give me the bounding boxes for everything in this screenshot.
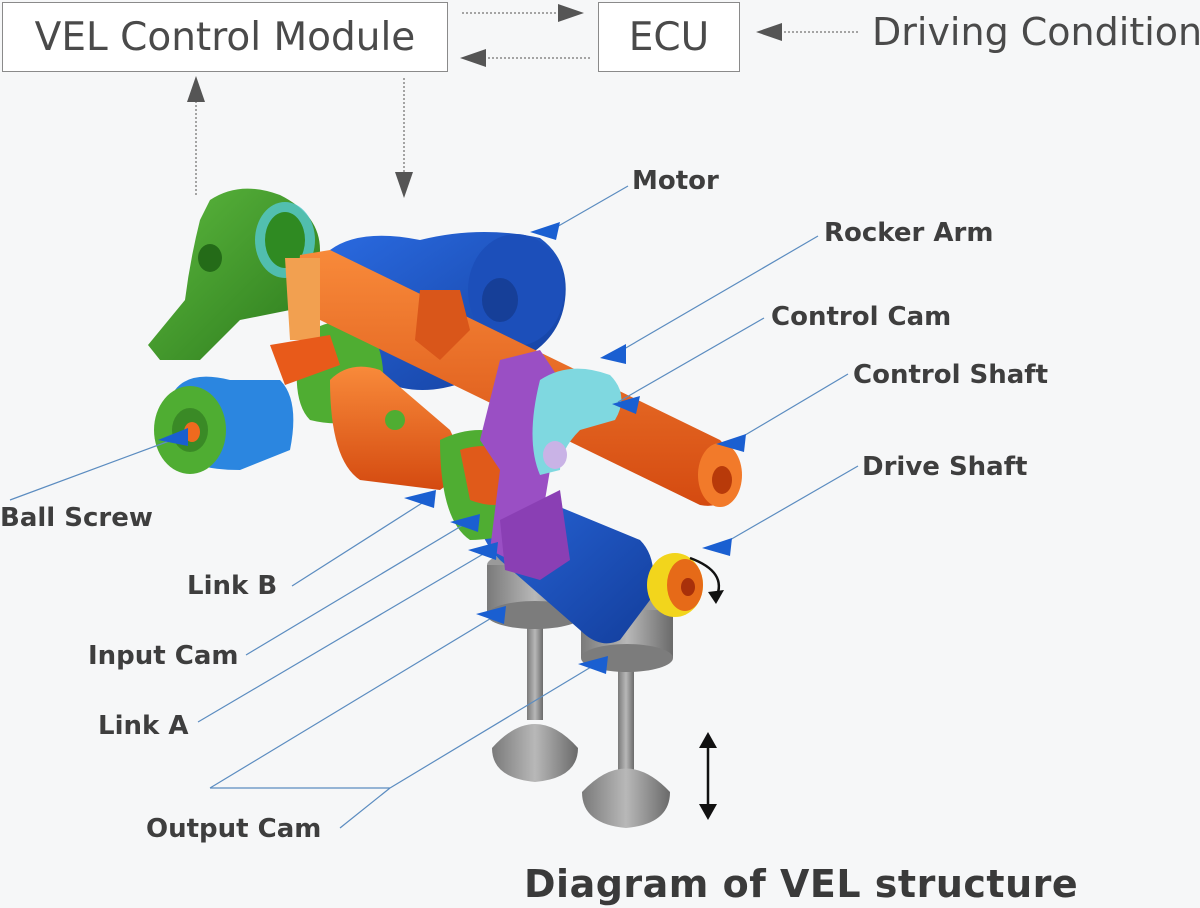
motion-indicators [689, 556, 724, 820]
rocker-arm [270, 335, 530, 540]
label-motor: Motor [632, 166, 719, 196]
label-control-cam: Control Cam [771, 302, 952, 332]
label-input-cam: Input Cam [88, 641, 239, 671]
pointer-arrows [158, 222, 746, 674]
label-control-shaft: Control Shaft [853, 360, 1049, 390]
label-rocker-arm: Rocker Arm [824, 218, 994, 248]
leader-lines [9, 185, 859, 829]
diagram-caption: Diagram of VEL structure [524, 862, 1079, 906]
label-link-b: Link B [187, 571, 278, 601]
label-link-a: Link A [98, 711, 189, 741]
ecu-box: ECU [598, 2, 740, 72]
ecu-label: ECU [628, 14, 710, 60]
label-ball-screw: Ball Screw [0, 503, 153, 533]
label-output-cam: Output Cam [146, 814, 322, 844]
vel-control-module-label: VEL Control Module [34, 14, 416, 60]
flow-arrows [187, 4, 858, 198]
vel-control-module-box: VEL Control Module [2, 2, 448, 72]
label-drive-shaft: Drive Shaft [862, 452, 1028, 482]
control-cam [532, 368, 622, 475]
driving-condition-label: Driving Condition [872, 10, 1200, 54]
